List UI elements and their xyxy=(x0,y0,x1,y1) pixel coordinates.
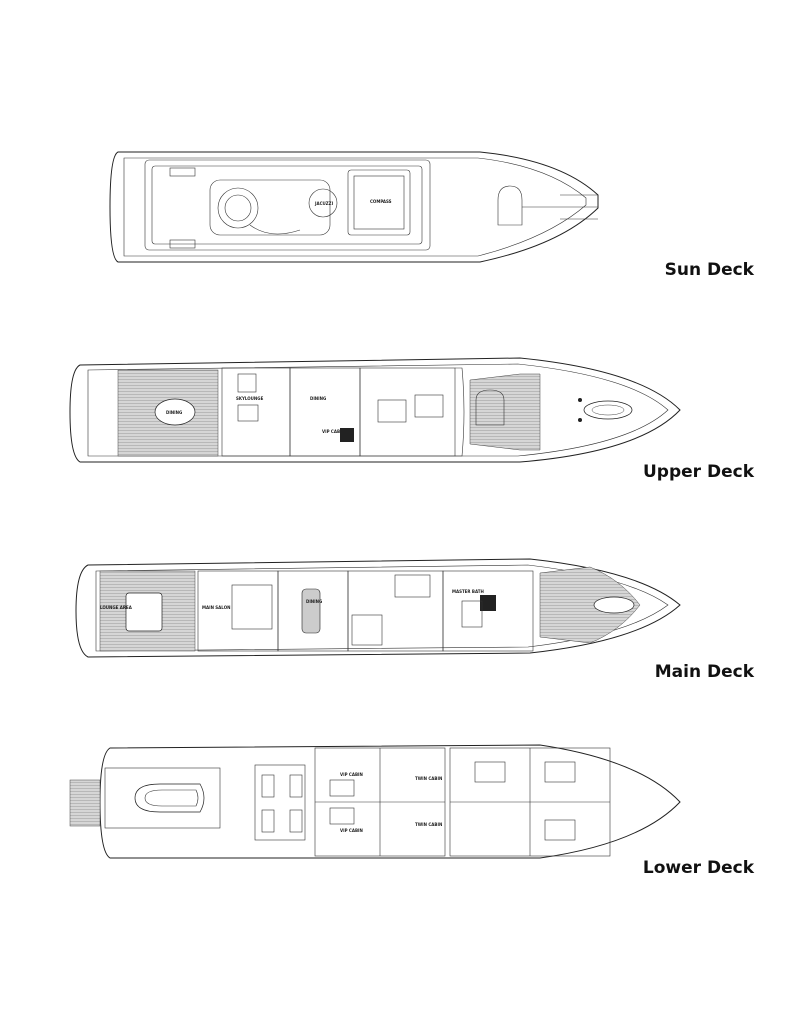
upper-deck-plan: DINING SKYLOUNGE DINING VIP CABIN xyxy=(69,357,681,463)
deck-title: Lower Deck xyxy=(642,858,754,878)
room-label: VIP CABIN xyxy=(340,828,363,833)
deck-title: Sun Deck xyxy=(664,260,754,280)
room-label: MASTER BATH xyxy=(452,589,484,594)
room-label: COMPASS xyxy=(370,199,392,204)
main-deck-plan: LOUNGE AREA MAIN SALON DINING MASTER BAT… xyxy=(75,558,681,658)
deck-title: Upper Deck xyxy=(643,462,754,482)
room-label: DINING xyxy=(310,396,326,401)
lower-deck-plan: VIP CABIN VIP CABIN TWIN CABIN TWIN CABI… xyxy=(69,744,681,859)
room-label: TWIN CABIN xyxy=(415,822,442,827)
deck-title: Main Deck xyxy=(654,662,754,682)
upper-deck: DINING SKYLOUNGE DINING VIP CABIN Upper … xyxy=(0,340,800,485)
room-label: LOUNGE AREA xyxy=(100,605,133,610)
room-label: DINING xyxy=(166,410,182,415)
lower-deck: VIP CABIN VIP CABIN TWIN CABIN TWIN CABI… xyxy=(0,740,800,885)
room-label: DINING xyxy=(306,599,322,604)
sun-deck-plan: JACUZZI COMPASS xyxy=(109,151,599,263)
main-deck: LOUNGE AREA MAIN SALON DINING MASTER BAT… xyxy=(0,545,800,685)
room-label: TWIN CABIN xyxy=(415,776,442,781)
room-label: VIP CABIN xyxy=(322,429,345,434)
room-label: VIP CABIN xyxy=(340,772,363,777)
sun-deck: JACUZZI COMPASS Sun Deck xyxy=(0,0,800,300)
room-label: SKYLOUNGE xyxy=(236,396,264,401)
room-label: MAIN SALON xyxy=(202,605,230,610)
room-label: JACUZZI xyxy=(314,201,334,206)
